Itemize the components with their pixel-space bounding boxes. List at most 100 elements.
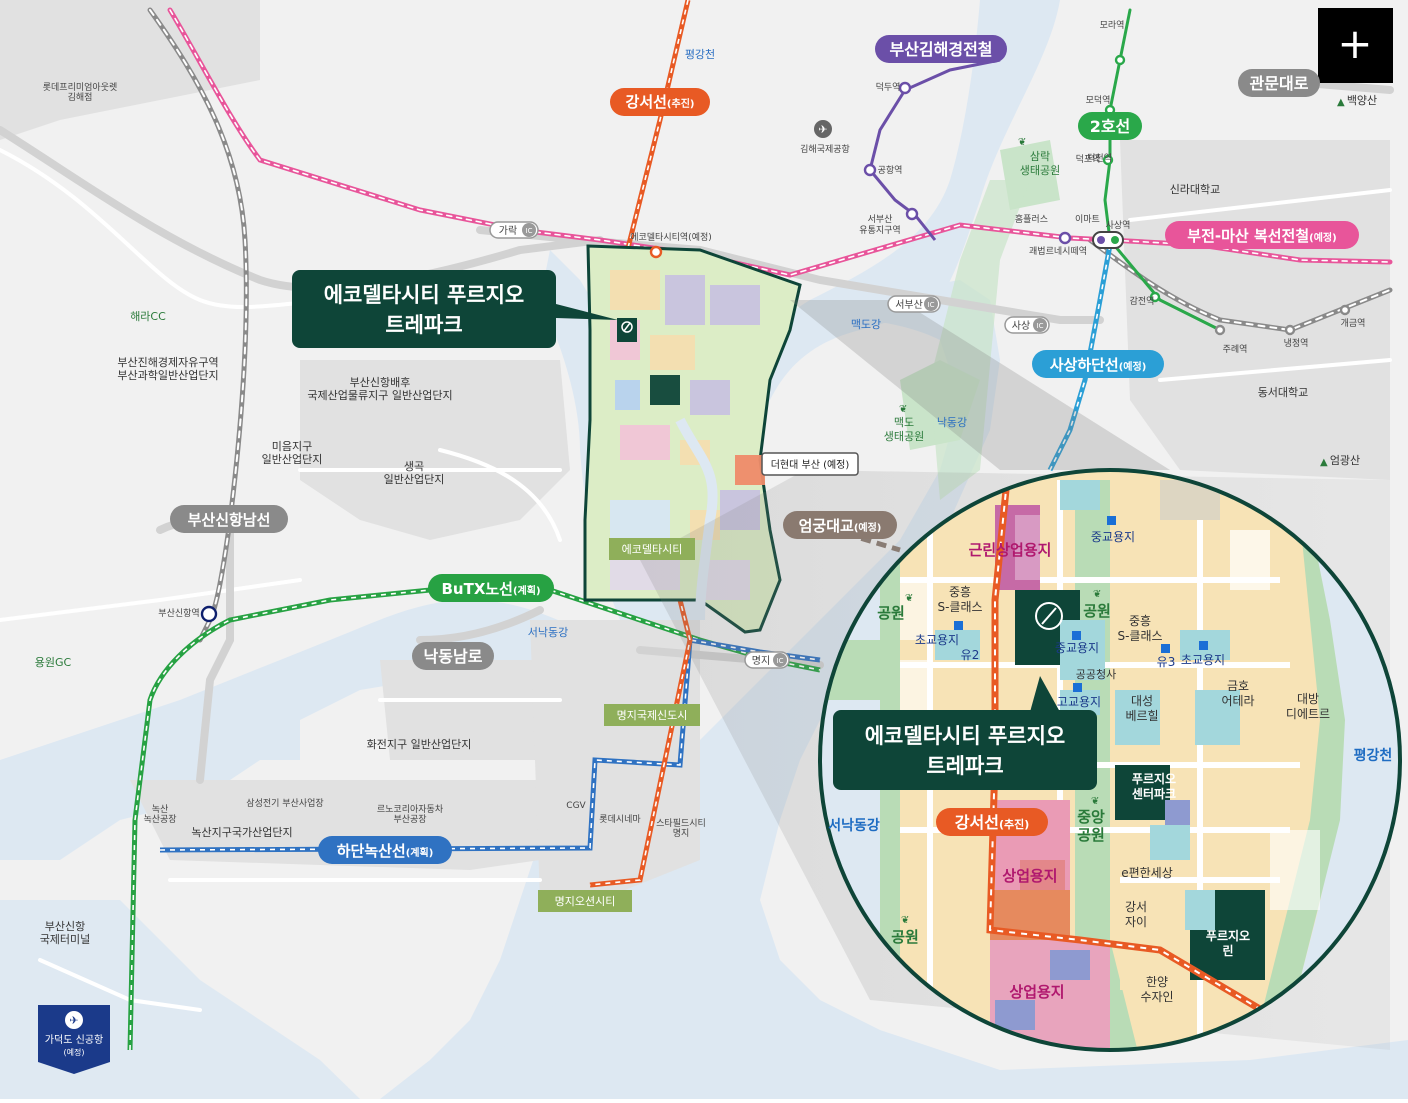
svg-text:에코델타시티 푸르지오: 에코델타시티 푸르지오 bbox=[865, 724, 1066, 748]
svg-text:에코델타시티: 에코델타시티 bbox=[622, 543, 683, 556]
park-leaf-icon: ❦ bbox=[1018, 137, 1026, 148]
green-areas bbox=[900, 140, 1060, 500]
ic-badges: 가락 IC 서부산 IC 사상 IC 명지 IC bbox=[489, 221, 1050, 669]
pill-eomgung: 엄궁대교(예정) bbox=[783, 511, 897, 539]
svg-text:2호선: 2호선 bbox=[1090, 117, 1131, 136]
place-emart: 이마트 bbox=[1075, 214, 1100, 225]
pill-nakdongnam: 낙동남로 bbox=[412, 642, 494, 670]
pill-busan-gimhae: 부산김해경전철 bbox=[875, 35, 1007, 63]
svg-text:CGV: CGV bbox=[566, 801, 586, 811]
pill-bujeon-masan: 부전-마산 복선전철(예정) bbox=[1165, 221, 1359, 249]
svg-text:낙동남로: 낙동남로 bbox=[424, 647, 483, 666]
svg-text:IC: IC bbox=[1037, 322, 1044, 330]
school-icon bbox=[1161, 644, 1170, 653]
svg-text:근린상업용지: 근린상업용지 bbox=[969, 541, 1052, 559]
school-icon bbox=[1199, 641, 1208, 650]
svg-text:사상역: 사상역 bbox=[1106, 220, 1131, 231]
svg-text:공원: 공원 bbox=[891, 928, 919, 946]
svg-text:모라역: 모라역 bbox=[1100, 20, 1125, 31]
svg-text:부산신항남선: 부산신항남선 bbox=[188, 511, 271, 529]
svg-text:공원: 공원 bbox=[877, 604, 905, 622]
sasang-hadan-line bbox=[1047, 244, 1113, 472]
svg-text:중교용지: 중교용지 bbox=[1055, 641, 1099, 655]
svg-text:엄궁대교(예정): 엄궁대교(예정) bbox=[799, 517, 882, 535]
expand-button[interactable]: + bbox=[1318, 8, 1393, 83]
butx-line bbox=[127, 587, 821, 1051]
park-leaf-icon: ❦ bbox=[901, 915, 909, 926]
school-icon bbox=[954, 621, 963, 630]
svg-text:덕포역: 덕포역 bbox=[1076, 154, 1101, 165]
svg-text:BuTX노선(계획): BuTX노선(계획) bbox=[441, 580, 540, 598]
svg-text:중교용지: 중교용지 bbox=[1091, 530, 1135, 544]
inset-gangseo-pill: 강서선(추진) bbox=[936, 808, 1048, 836]
mountain-icon: ▲ bbox=[1337, 97, 1345, 108]
expand-button-label[interactable]: + bbox=[1337, 19, 1372, 68]
svg-text:명지국제신도시: 명지국제신도시 bbox=[617, 709, 688, 722]
pill-gwanmun: 관문대로 bbox=[1238, 69, 1320, 97]
svg-text:초교용지: 초교용지 bbox=[915, 633, 959, 647]
svg-text:초교용지: 초교용지 bbox=[1181, 653, 1225, 667]
myeongji-ocean-label: 명지오션시티 bbox=[538, 890, 632, 912]
svg-text:(예정): (예정) bbox=[64, 1047, 85, 1057]
svg-text:엄광산: 엄광산 bbox=[1330, 454, 1360, 467]
map-markers: ▲ ▲ ❦ ❦ bbox=[899, 97, 1345, 468]
ic-sasang: 사상 IC bbox=[1004, 316, 1050, 334]
ic-myeongji: 명지 IC bbox=[744, 651, 790, 669]
svg-text:롯데시네마: 롯데시네마 bbox=[599, 814, 641, 825]
svg-text:주례역: 주례역 bbox=[1223, 344, 1248, 355]
svg-text:관문대로: 관문대로 bbox=[1250, 74, 1309, 93]
svg-text:유2: 유2 bbox=[961, 648, 980, 662]
svg-text:김해국제공항: 김해국제공항 bbox=[800, 143, 850, 155]
school-icon bbox=[1107, 516, 1116, 525]
svg-text:명지오션시티: 명지오션시티 bbox=[555, 895, 616, 908]
svg-text:상업용지: 상업용지 bbox=[1009, 983, 1064, 1001]
svg-text:IC: IC bbox=[777, 657, 784, 665]
svg-text:동서대학교: 동서대학교 bbox=[1258, 386, 1309, 399]
svg-text:사상: 사상 bbox=[1012, 320, 1030, 332]
line2 bbox=[1103, 8, 1222, 332]
minor-roads bbox=[0, 148, 1392, 1012]
prugio-logo-small-icon bbox=[621, 321, 633, 333]
svg-text:평강천: 평강천 bbox=[685, 47, 715, 61]
svg-text:더현대 부산 (예정): 더현대 부산 (예정) bbox=[771, 459, 850, 471]
sasang-transfer bbox=[1092, 231, 1124, 249]
svg-text:강서선(추진): 강서선(추진) bbox=[626, 93, 695, 111]
plane-icon: ✈ bbox=[69, 1014, 78, 1027]
svg-text:트레파크: 트레파크 bbox=[385, 313, 462, 337]
park-leaf-icon: ❦ bbox=[899, 404, 907, 415]
rail-pills: 부산김해경전철 강서선(추진) 2호선 부전-마산 복선전철(예정) 사상하단선… bbox=[170, 35, 1359, 864]
svg-text:평강천: 평강천 bbox=[1354, 747, 1393, 764]
school-icon bbox=[1073, 683, 1082, 692]
station-markers bbox=[200, 54, 1351, 623]
pill-hadan-noksan: 하단녹산선(계획) bbox=[318, 836, 452, 864]
svg-text:서낙동강: 서낙동강 bbox=[528, 626, 568, 639]
svg-text:괘법르네시떼역: 괘법르네시떼역 bbox=[1029, 246, 1087, 257]
pill-gangseo: 강서선(추진) bbox=[610, 88, 710, 116]
ecodelta-city-label: 에코델타시티 bbox=[609, 538, 695, 560]
svg-text:덕천역: 덕천역 bbox=[1087, 153, 1112, 164]
svg-text:가락: 가락 bbox=[499, 225, 517, 237]
school-icon bbox=[1072, 631, 1081, 640]
svg-text:개금역: 개금역 bbox=[1341, 318, 1366, 329]
svg-text:공원: 공원 bbox=[1083, 602, 1111, 620]
svg-text:사상하단선(예정): 사상하단선(예정) bbox=[1050, 356, 1147, 374]
mountain-icon: ▲ bbox=[1320, 457, 1328, 468]
svg-text:e편한세상: e편한세상 bbox=[1121, 866, 1173, 880]
svg-text:부산김해경전철: 부산김해경전철 bbox=[889, 40, 992, 59]
svg-text:모덕역: 모덕역 bbox=[1086, 95, 1111, 106]
svg-text:감전역: 감전역 bbox=[1130, 295, 1155, 307]
